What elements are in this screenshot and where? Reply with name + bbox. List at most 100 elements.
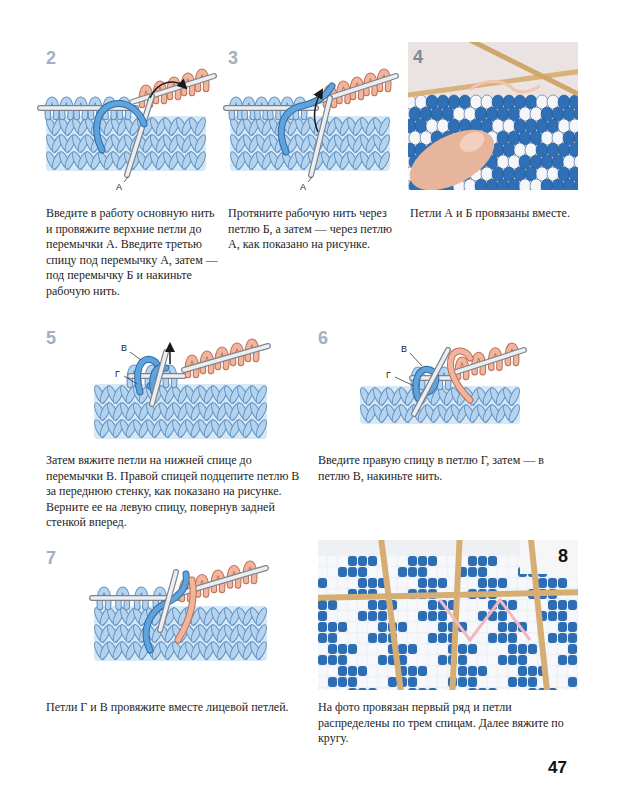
photo-stitch bbox=[518, 677, 527, 687]
leader-line bbox=[308, 177, 312, 182]
photo-stitch bbox=[368, 633, 377, 643]
photo-stitch bbox=[488, 633, 497, 643]
photo-stitch bbox=[418, 622, 427, 632]
photo-stitch bbox=[338, 677, 347, 687]
photo-stitch bbox=[508, 179, 520, 190]
photo-stitch bbox=[398, 556, 407, 566]
photo-stitch bbox=[348, 688, 357, 690]
photo-stitch bbox=[568, 666, 577, 676]
photo-stitch bbox=[468, 567, 477, 577]
instruction-text: Введите правую спицу в петлю Г, затем — … bbox=[318, 453, 576, 484]
photo-stitch bbox=[508, 556, 517, 566]
photo-stitch bbox=[528, 688, 537, 690]
photo-stitch bbox=[418, 633, 427, 643]
photo-stitch bbox=[468, 644, 477, 654]
step-number: 7 bbox=[46, 548, 56, 568]
photo-stitch bbox=[328, 556, 337, 566]
photo-stitch bbox=[418, 644, 427, 654]
photo-stitch bbox=[398, 611, 407, 621]
photo-stitch bbox=[508, 622, 517, 632]
photo-stitch bbox=[318, 677, 327, 687]
photo-stitch bbox=[528, 611, 537, 621]
photo-stitch bbox=[458, 644, 467, 654]
page-number: 47 bbox=[548, 758, 567, 778]
photo-stitch bbox=[318, 600, 327, 610]
photo-stitch bbox=[418, 600, 427, 610]
photo-stitch bbox=[358, 600, 367, 610]
photo-stitch bbox=[574, 179, 578, 190]
photo-stitch bbox=[428, 688, 437, 690]
loop-letter: Г bbox=[115, 369, 120, 379]
photo-stitch bbox=[418, 556, 427, 566]
photo-stitch bbox=[508, 644, 517, 654]
photo-stitch bbox=[486, 179, 498, 190]
photo-stitch bbox=[558, 622, 567, 632]
stitch-leg bbox=[507, 403, 521, 423]
photo-stitch bbox=[458, 688, 467, 690]
photo-stitch bbox=[508, 600, 517, 610]
photo-stitch bbox=[438, 622, 447, 632]
finger bbox=[408, 117, 504, 190]
photo-stitch bbox=[428, 633, 437, 643]
photo-stitch bbox=[568, 677, 577, 687]
photo-stitch bbox=[328, 666, 337, 676]
photo-stitch bbox=[358, 688, 367, 690]
photo-stitch bbox=[398, 633, 407, 643]
photo-stitch bbox=[378, 655, 387, 665]
photo-stitch bbox=[388, 567, 397, 577]
photo-stitch bbox=[528, 677, 537, 687]
photo-stitch bbox=[318, 556, 327, 566]
photo-stitch bbox=[428, 644, 437, 654]
photo-stitch bbox=[478, 633, 487, 643]
photo-stitch bbox=[538, 578, 547, 588]
photo-stitch bbox=[348, 578, 357, 588]
photo-stitch bbox=[518, 600, 527, 610]
photo-stitch bbox=[398, 578, 407, 588]
fabric-ground bbox=[230, 116, 390, 171]
stitch-leg bbox=[254, 640, 268, 660]
photo-stitch bbox=[358, 567, 367, 577]
leader-line bbox=[124, 177, 128, 182]
needle-body bbox=[160, 572, 176, 630]
photo-stitch bbox=[408, 600, 417, 610]
photo-stitch bbox=[478, 677, 487, 687]
photo-yarn bbox=[440, 600, 530, 640]
photo-stitch bbox=[458, 666, 467, 676]
photo-stitch bbox=[368, 567, 377, 577]
photo-stitch bbox=[488, 578, 497, 588]
photo-stitch bbox=[328, 611, 337, 621]
photo-stitch bbox=[497, 179, 509, 190]
photo-stitch bbox=[475, 179, 487, 190]
photo-stitch bbox=[328, 633, 337, 643]
photo-stitch bbox=[338, 600, 347, 610]
photo-stitch bbox=[348, 556, 357, 566]
photo-stitch bbox=[328, 622, 337, 632]
direction-arrow bbox=[169, 344, 171, 364]
photo-stitch bbox=[548, 655, 557, 665]
photo-stitch bbox=[318, 644, 327, 654]
needle-body bbox=[311, 98, 330, 175]
photo-stitch bbox=[408, 688, 417, 690]
photo-stitch bbox=[338, 578, 347, 588]
knitting-needle bbox=[160, 572, 176, 630]
photo-stitch bbox=[338, 655, 347, 665]
needle-outline bbox=[160, 572, 176, 630]
photo-stitch bbox=[418, 567, 427, 577]
photo-stitch bbox=[348, 622, 357, 632]
photo-stitch bbox=[468, 600, 477, 610]
photo-stitch bbox=[398, 622, 407, 632]
photo-stitch bbox=[498, 655, 507, 665]
photo-stitch bbox=[568, 611, 577, 621]
photo-stitch bbox=[508, 688, 517, 690]
photo-stitch bbox=[468, 578, 477, 588]
photo-stitch bbox=[569, 167, 578, 181]
working-yarn bbox=[178, 580, 193, 640]
photo-stitch bbox=[358, 611, 367, 621]
photo-stitch bbox=[548, 622, 557, 632]
photo-stitch bbox=[558, 644, 567, 654]
photo-stitch bbox=[478, 666, 487, 676]
photo-stitch bbox=[548, 578, 557, 588]
photo-stitch bbox=[368, 666, 377, 676]
fingernail bbox=[456, 128, 487, 156]
loop-letter: Г bbox=[386, 370, 391, 380]
